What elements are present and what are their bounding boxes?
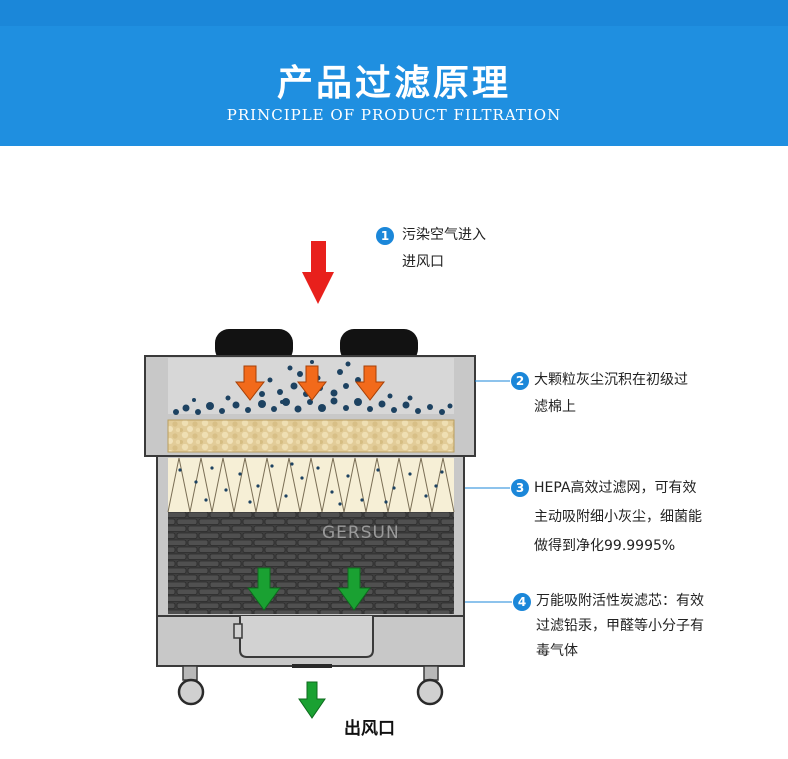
page-title: 产品过滤原理 — [276, 63, 511, 104]
carbon-filter — [168, 512, 454, 614]
step-4-line-2: 过滤铅汞，甲醛等小分子有 — [536, 618, 704, 634]
step-2-line-2: 滤棉上 — [534, 399, 576, 415]
fan-cap-left — [215, 329, 293, 363]
step-3-text: HEPA高效过滤网，可有效 主动吸附细小灰尘，细菌能 做得到净化99.9995% — [534, 474, 702, 561]
fan-cap-right — [340, 329, 418, 363]
clean-air-arrows — [247, 567, 371, 611]
wheel-right — [416, 678, 444, 706]
step-1-line-2: 进风口 — [402, 254, 444, 270]
step-2-text: 大颗粒灰尘沉积在初级过 滤棉上 — [534, 367, 688, 421]
outlet-label: 出风口 — [344, 719, 395, 739]
base-unit — [156, 615, 465, 681]
primary-filter-cotton — [167, 419, 455, 453]
step-4-text: 万能吸附活性炭滤芯：有效 过滤铅汞，甲醛等小分子有 毒气体 — [536, 589, 704, 664]
inlet-arrow — [302, 241, 334, 304]
step-badge-1: 1 — [376, 227, 394, 245]
dust-particles — [173, 360, 453, 415]
step-badge-3: 3 — [511, 479, 529, 497]
step-2-line-1: 大颗粒灰尘沉积在初级过 — [534, 372, 688, 388]
step-3-line-1: HEPA高效过滤网，可有效 — [534, 480, 697, 496]
wheel-left — [177, 678, 205, 706]
outlet-arrow — [298, 681, 326, 719]
step-4-line-1: 万能吸附活性炭滤芯：有效 — [536, 593, 704, 609]
watermark: GERSUN — [322, 523, 400, 543]
step-3-line-3: 做得到净化99.9995% — [534, 538, 676, 554]
step-4-line-3: 毒气体 — [536, 643, 578, 659]
dust-arrows — [234, 365, 386, 401]
step-badge-4: 4 — [513, 593, 531, 611]
hepa-filter — [167, 457, 455, 513]
step-badge-2: 2 — [511, 372, 529, 390]
step-1-text: 污染空气进入 进风口 — [402, 222, 486, 276]
header-banner — [0, 0, 788, 146]
step-3-line-2: 主动吸附细小灰尘，细菌能 — [534, 509, 702, 525]
page-subtitle: PRINCIPLE OF PRODUCT FILTRATION — [226, 106, 562, 124]
header-stripe — [0, 26, 788, 146]
step-1-line-1: 污染空气进入 — [402, 227, 486, 243]
exhaust-grille — [292, 664, 332, 668]
